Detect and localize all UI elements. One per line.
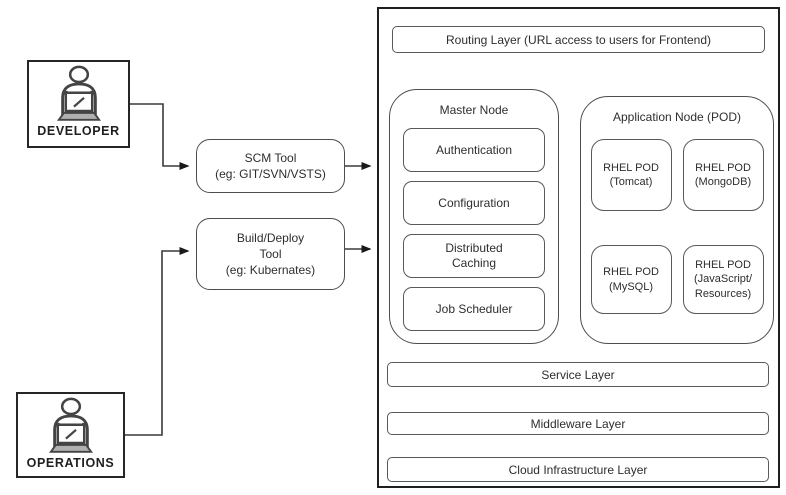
application-node-title: Application Node (POD) — [612, 110, 742, 124]
cloud-infrastructure-layer-box: Cloud Infrastructure Layer — [387, 457, 769, 482]
pod-name: RHEL POD — [695, 259, 751, 272]
master-component-configuration: Configuration — [403, 181, 545, 225]
pod-grid: RHEL POD (Tomcat) RHEL POD (MongoDB) RHE… — [590, 139, 764, 314]
pod-detail: (MySQL) — [609, 280, 653, 293]
pod-detail: (Tomcat) — [609, 176, 653, 188]
pod-mongodb: RHEL POD (MongoDB) — [682, 139, 764, 211]
developer-to-scm-connector — [130, 103, 190, 170]
master-component-job-scheduler: Job Scheduler — [403, 287, 545, 331]
developer-person-at-laptop-icon — [47, 65, 111, 123]
pod-detail: (MongoDB) — [694, 176, 752, 188]
application-node-container: Application Node (POD) RHEL POD (Tomcat)… — [580, 96, 774, 344]
pod-detail: (JavaScript/ — [693, 273, 753, 286]
operations-label: OPERATIONS — [26, 456, 115, 470]
build-deploy-tool-box: Build/Deploy Tool (eg: Kubernates) — [196, 218, 345, 290]
pod-detail-line2: Resources) — [694, 287, 752, 300]
developer-box: DEVELOPER — [27, 60, 130, 148]
operations-to-build-connector — [125, 247, 190, 436]
operations-person-at-laptop-icon — [39, 397, 103, 455]
platform-container: Routing Layer (URL access to users for F… — [377, 7, 780, 488]
service-layer-box: Service Layer — [387, 362, 769, 387]
scm-tool-line2: (eg: GIT/SVN/VSTS) — [215, 167, 326, 181]
pod-name: RHEL POD — [603, 266, 659, 279]
master-component-authentication: Authentication — [403, 128, 545, 172]
routing-layer-box: Routing Layer (URL access to users for F… — [392, 26, 765, 53]
pod-javascript-resources: RHEL POD (JavaScript/ Resources) — [682, 245, 764, 314]
pod-name: RHEL POD — [695, 161, 751, 174]
pod-name: RHEL POD — [603, 161, 659, 174]
developer-label: DEVELOPER — [37, 124, 120, 138]
build-tool-line3: (eg: Kubernates) — [225, 263, 316, 278]
scm-tool-box: SCM Tool (eg: GIT/SVN/VSTS) — [196, 139, 345, 193]
scm-tool-line1: SCM Tool — [244, 150, 297, 165]
build-tool-line1: Build/Deploy — [236, 230, 305, 245]
build-tool-line2: Tool — [259, 246, 282, 261]
master-node-title: Master Node — [439, 103, 509, 117]
master-component-distributed-caching: Distributed Caching — [403, 234, 545, 278]
middleware-layer-box: Middleware Layer — [387, 412, 769, 435]
operations-box: OPERATIONS — [16, 392, 125, 478]
master-node-container: Master Node Authentication Configuration… — [389, 89, 559, 344]
pod-tomcat: RHEL POD (Tomcat) — [590, 139, 672, 211]
pod-mysql: RHEL POD (MySQL) — [590, 245, 672, 314]
